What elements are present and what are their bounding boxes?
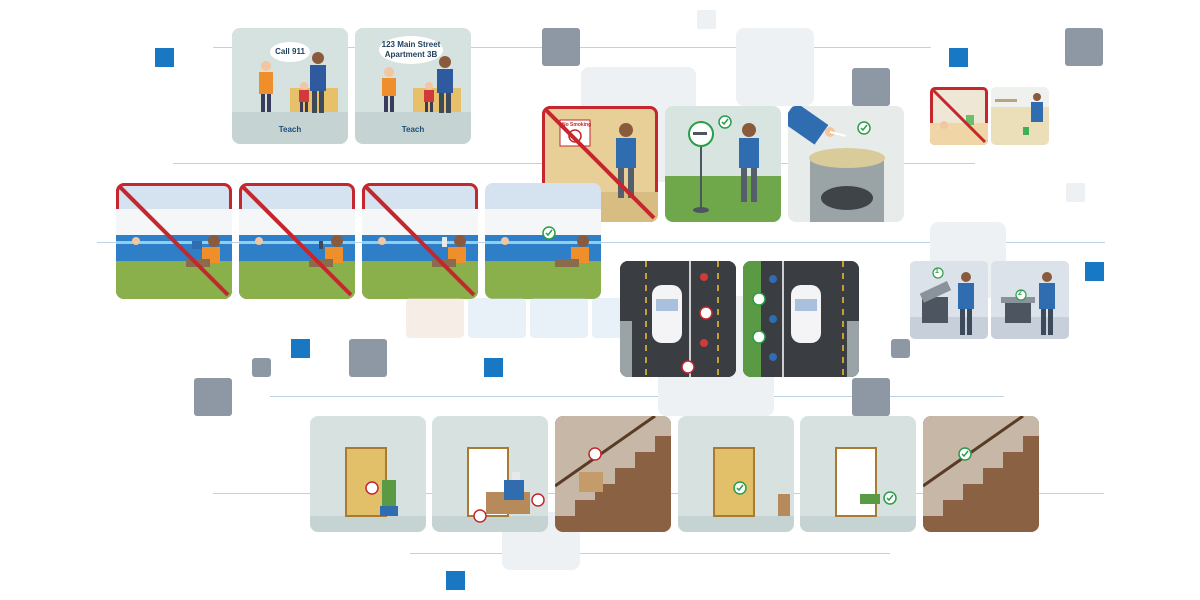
- panel-caption: Teach: [401, 125, 425, 134]
- speech-bubble: 123 Main Street Apartment 3B: [379, 36, 443, 64]
- family-scene-illustration: [232, 28, 348, 144]
- divider-line: [270, 396, 1004, 397]
- divider-line: [410, 553, 890, 554]
- step-2-label: 2: [1018, 290, 1022, 297]
- grill-illustration: [991, 272, 1069, 339]
- blue-square: [155, 48, 174, 67]
- door-clear-panel: [678, 416, 794, 532]
- pool-supervision-illustration: [485, 209, 601, 299]
- pool-supervision-illustration: [239, 185, 355, 299]
- family-scene-illustration: [355, 28, 471, 144]
- no-smoking-sign-text: No Smoking: [562, 122, 592, 128]
- no-smoking-sign-icon: [568, 129, 582, 143]
- pool-supervision-illustration: [116, 185, 232, 299]
- cross-circle-icon: [681, 360, 695, 374]
- panel-caption: Teach: [278, 125, 302, 134]
- store-chemicals-high-panel: [991, 87, 1049, 145]
- gray-square: [194, 378, 232, 416]
- gray-square: [891, 339, 910, 358]
- speech-text-line-2: Apartment 3B: [384, 50, 438, 59]
- pool-reading-panel: [116, 183, 232, 299]
- gray-square: [852, 68, 890, 106]
- check-circle-icon: [752, 292, 766, 306]
- cluttered-floor-illustration: [432, 447, 548, 532]
- cross-circle-icon: [699, 306, 713, 320]
- prohibited-slash-icon: [364, 185, 476, 297]
- check-circle-icon: [752, 330, 766, 344]
- blue-square: [949, 48, 968, 67]
- clear-floor-illustration: [800, 447, 916, 532]
- divider-line: [97, 242, 1105, 243]
- gray-square: [349, 339, 387, 377]
- clear-room-panel: [800, 416, 916, 532]
- blue-square: [1085, 262, 1104, 281]
- clear-stairs-illustration: [923, 416, 1039, 532]
- grill-illustration: [910, 267, 988, 339]
- gray-square: [252, 358, 271, 377]
- grill-step-1-panel: 1: [910, 261, 988, 339]
- step-1-label: 1: [935, 268, 939, 275]
- prohibited-slash-icon: [241, 185, 353, 297]
- stairs-clear-panel: [923, 416, 1039, 532]
- speech-text: Call 911: [275, 47, 305, 56]
- road-cyclists-illustration: [743, 261, 859, 377]
- gray-square: [1065, 28, 1103, 66]
- gray-square: [542, 28, 580, 66]
- blue-square: [446, 571, 465, 590]
- stairs-box-illustration: [555, 416, 671, 532]
- child-chemicals-illustration: [930, 88, 988, 145]
- adult-storing-chemicals-illustration: [991, 93, 1049, 145]
- speech-text-line-1: 123 Main Street: [381, 40, 441, 49]
- blue-square: [291, 339, 310, 358]
- cross-circle-icon: [588, 447, 602, 461]
- prohibited-slash-icon: [931, 88, 987, 144]
- road-cyclists-illustration: [620, 261, 736, 377]
- smoking-area-panel: [665, 106, 781, 222]
- bike-lane-right-way-panel: [743, 261, 859, 377]
- ashtray-disposal-panel: [788, 106, 904, 222]
- pool-phone-panel: [239, 183, 355, 299]
- stairs-cluttered-panel: [555, 416, 671, 532]
- pool-watching-panel: [485, 183, 601, 299]
- cross-circle-icon: [531, 493, 545, 507]
- background-square: [697, 10, 716, 29]
- background-square: [736, 28, 814, 106]
- ashtray-illustration: [788, 106, 885, 222]
- bike-lane-wrong-way-panel: [620, 261, 736, 377]
- speech-bubble: Call 911: [270, 42, 310, 62]
- prohibited-slash-icon: [544, 108, 656, 220]
- door-blocked-panel: [310, 416, 426, 532]
- blue-square: [484, 358, 503, 377]
- grill-step-2-panel: 2: [991, 261, 1069, 339]
- cross-circle-icon: [365, 481, 379, 495]
- clear-door-illustration: [678, 447, 794, 532]
- background-square: [1066, 183, 1085, 202]
- pool-drinking-panel: [362, 183, 478, 299]
- faded-pool-strip: [406, 298, 646, 338]
- gray-square: [852, 378, 890, 416]
- designated-smoking-area-illustration: [665, 115, 781, 222]
- prohibited-slash-icon: [118, 185, 230, 297]
- no-reach-chemicals-panel: [930, 87, 988, 145]
- cross-circle-icon: [473, 509, 487, 523]
- cluttered-room-panel: [432, 416, 548, 532]
- door-plant-illustration: [310, 447, 426, 532]
- step-2-badge: [1015, 289, 1027, 301]
- teach-call-911-panel: Call 911 Teach: [232, 28, 348, 144]
- pool-supervision-illustration: [362, 185, 478, 299]
- teach-address-panel: 123 Main Street Apartment 3B Teach: [355, 28, 471, 144]
- step-1-badge: [932, 267, 944, 279]
